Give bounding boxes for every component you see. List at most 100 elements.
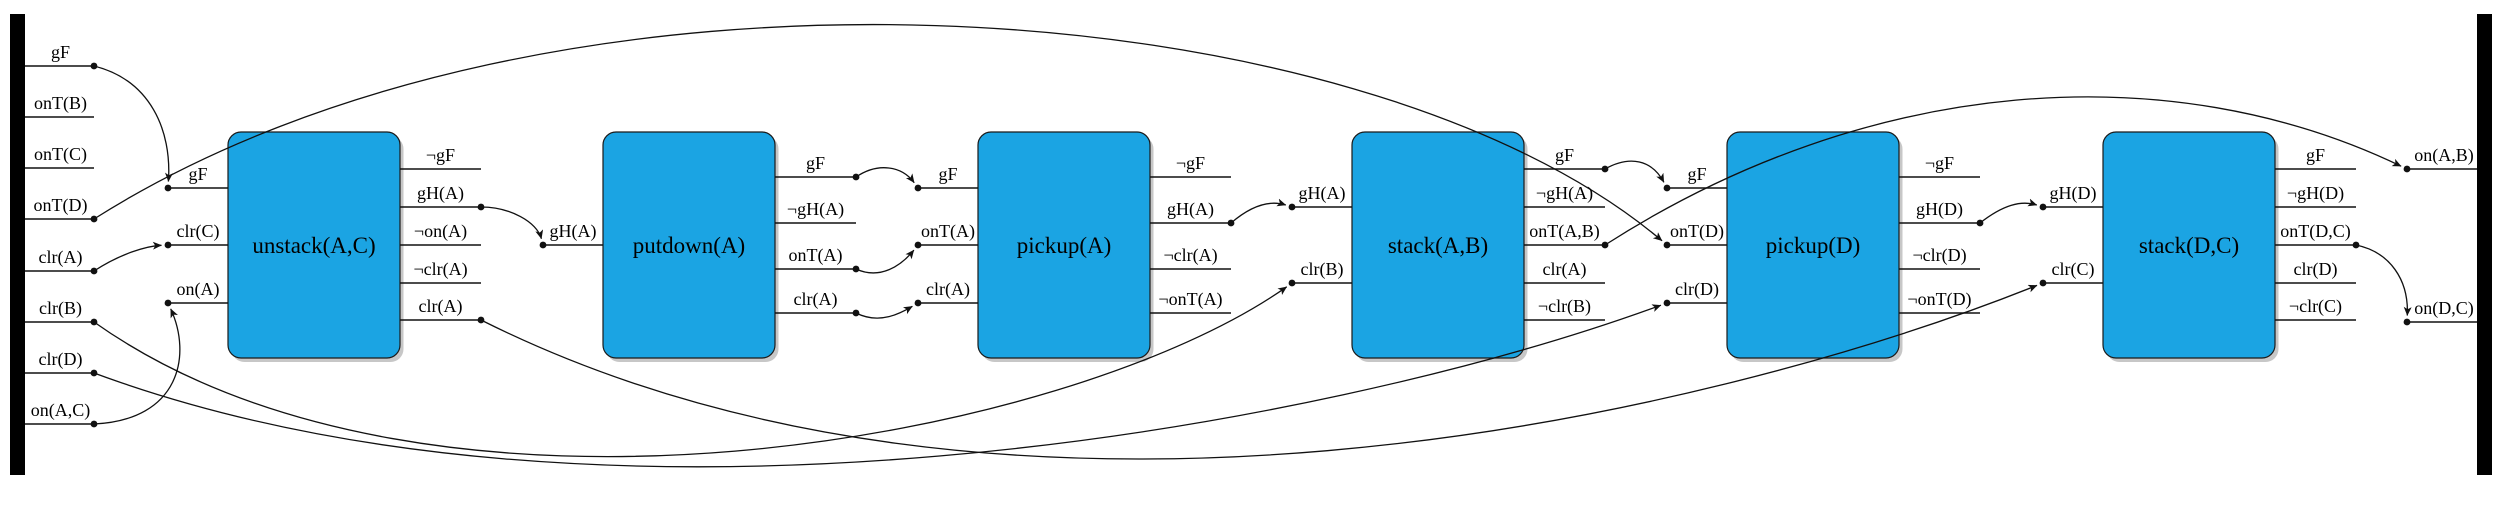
connection-dot [852,309,860,317]
action-box-stack_dc [2102,131,2279,362]
action-box-stack_ab [1351,131,1528,362]
input-port-label: clr(C) [177,221,220,242]
input-port-label: gH(D) [2050,183,2097,204]
input-port-label: clr(A) [926,279,970,300]
connection-dot [914,299,922,307]
action-box-unstack [227,131,404,362]
dependency-edge [1604,96,2402,246]
output-port-label: clr(A) [794,289,838,310]
initial-fact-label: clr(D) [39,349,83,370]
output-port-label: gH(A) [1167,199,1214,220]
output-port-label: ¬gF [426,145,455,165]
connection-dot [2403,165,2411,173]
output-port-label: ¬clr(C) [2289,296,2342,317]
initial-fact-label: gF [51,42,70,62]
port-stubs-layer [25,65,2477,425]
action-box-pickup_a [977,131,1154,362]
action-title: stack(D,C) [2139,233,2239,258]
connection-dot [1227,219,1235,227]
initial-fact-label: onT(D) [34,195,88,216]
action-boxes-layer [10,14,2492,475]
connection-dot [1976,219,1984,227]
dependency-edge [93,304,1662,468]
initial-fact-label: onT(C) [34,144,87,165]
input-port-label: gH(A) [550,221,597,242]
input-port-label: gH(A) [1299,183,1346,204]
output-port-label: gH(A) [417,183,464,204]
input-port-label: on(A) [177,279,220,300]
input-port-label: onT(D) [1670,221,1724,242]
connection-dot [1288,203,1296,211]
connection-dot [1601,165,1609,173]
connection-dots-layer [90,62,2411,428]
input-port-label: clr(D) [1675,279,1719,300]
output-port-label: clr(A) [419,296,463,317]
connection-dot [164,299,172,307]
output-port-label: ¬clr(A) [1163,245,1217,266]
connection-dot [1663,241,1671,249]
connection-dot [539,241,547,249]
output-port-label: onT(A) [789,245,843,266]
action-title: stack(A,B) [1388,233,1488,258]
connection-dot [914,184,922,192]
dependency-edge [1979,198,2038,224]
input-port-label: onT(A) [921,221,975,242]
connection-dot [914,241,922,249]
output-port-label: ¬gH(D) [2287,183,2344,204]
initial-fact-label: onT(B) [34,93,87,114]
connection-dot [1601,241,1609,249]
dependency-edge [1230,198,1287,224]
input-port-label: clr(B) [1301,259,1344,280]
action-title: unstack(A,C) [252,233,375,258]
output-port-label: onT(D,C) [2280,221,2351,242]
output-port-label: clr(A) [1543,259,1587,280]
action-box-pickup_d [1726,131,1903,362]
connection-dot [1288,279,1296,287]
output-port-label: ¬clr(D) [1912,245,1966,266]
input-port-label: gF [1687,164,1706,184]
connection-dot [477,316,485,324]
action-title: pickup(D) [1766,233,1861,258]
output-port-label: gF [1555,145,1574,165]
dependency-edge [93,241,162,272]
action-title: putdown(A) [633,233,745,258]
output-port-label: clr(D) [2294,259,2338,280]
goal-bar [2477,14,2492,475]
connection-dot [2039,203,2047,211]
output-port-label: gH(D) [1916,199,1963,220]
initial-state-bar [10,14,25,475]
action-title: pickup(A) [1017,233,1112,258]
connection-dot [90,62,98,70]
output-port-label: gF [2306,145,2325,165]
output-port-label: ¬gF [1925,153,1954,173]
connection-dot [852,173,860,181]
connection-dot [852,265,860,273]
dependency-edge [480,206,544,240]
connection-dot [1663,299,1671,307]
connection-dot [90,369,98,377]
output-port-label: ¬onT(D) [1907,289,1971,310]
output-port-label: onT(A,B) [1529,221,1600,242]
goal-fact-label: on(A,B) [2414,145,2474,166]
output-port-label: ¬gF [1176,153,1205,173]
output-port-label: ¬on(A) [414,221,467,242]
connection-dot [2352,241,2360,249]
input-port-label: clr(C) [2052,259,2095,280]
labels-layer: gF onT(B) onT(C) onT(D) clr(A) clr(B) clr(D) on… [31,42,2474,421]
connection-dot [90,420,98,428]
connection-dot [90,267,98,275]
dependency-edge [855,305,913,319]
output-port-label: ¬gH(A) [787,199,844,220]
dependency-edge [2355,244,2412,316]
output-port-label: ¬onT(A) [1158,289,1222,310]
initial-fact-label: clr(B) [39,298,82,319]
dependency-edge [855,249,915,274]
dependency-edge [1604,160,1665,183]
dependency-edge [93,308,181,425]
connection-dot [164,184,172,192]
dependency-edges-layer [93,24,2412,468]
dependency-edge [93,286,1288,458]
